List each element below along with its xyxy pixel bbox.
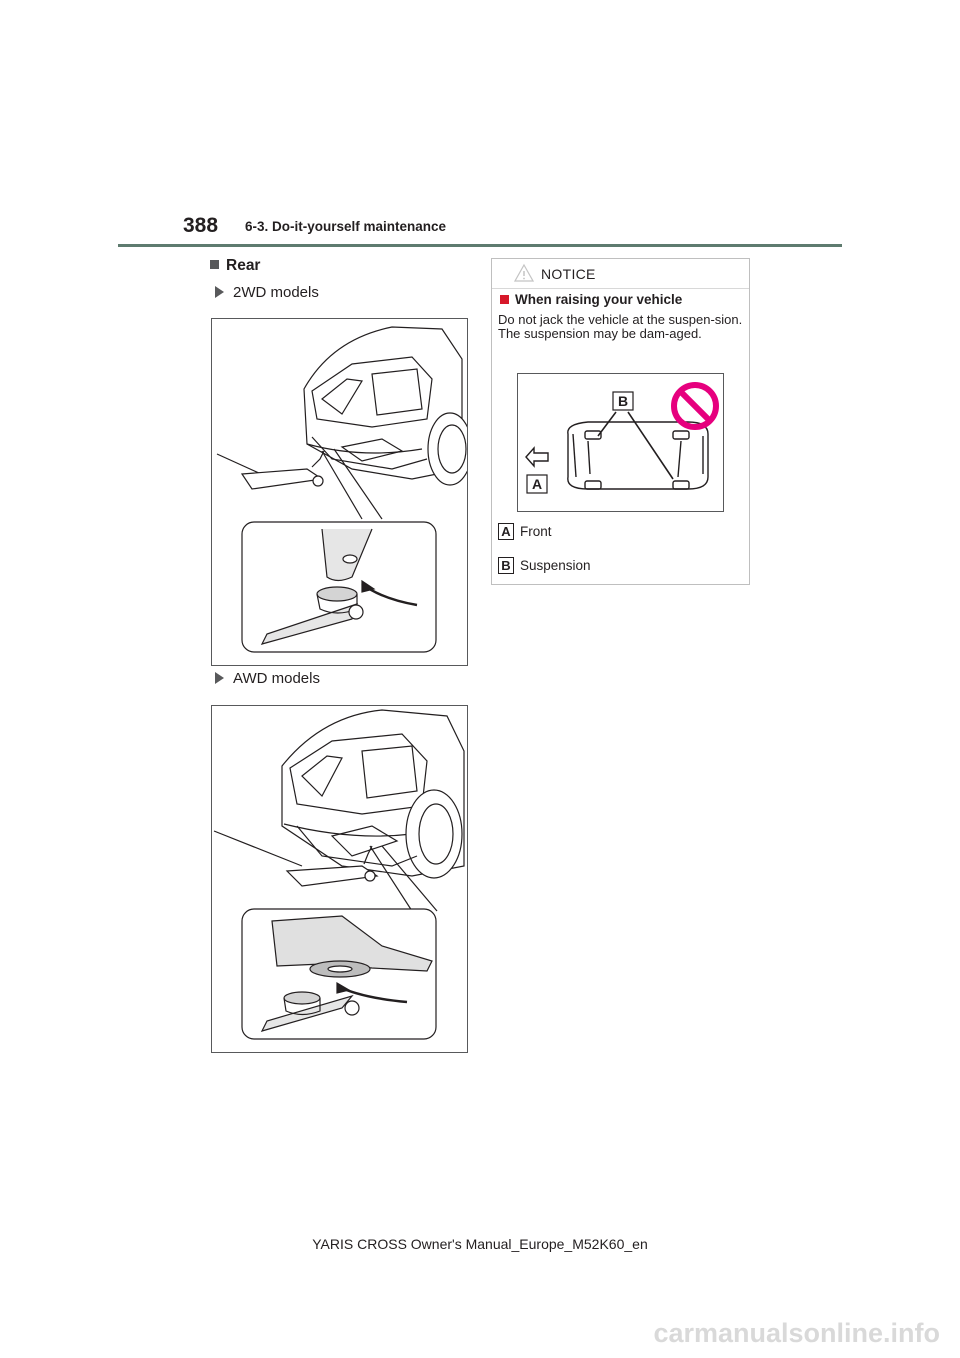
rear-2wd-illustration [216, 326, 473, 653]
legend-text-front: Front [520, 524, 552, 539]
subheading-awd: AWD models [215, 670, 320, 687]
notice-figure: B A [517, 373, 724, 512]
legend-item-suspension: B Suspension [498, 557, 591, 574]
rear-heading: Rear [210, 257, 260, 275]
header-rule [118, 244, 842, 247]
rear-heading-text: Rear [226, 257, 261, 274]
figure-label-b: B [618, 393, 628, 409]
red-square-bullet-icon [500, 295, 509, 304]
notice-header: NOTICE [492, 259, 749, 289]
footer-manual-title: YARIS CROSS Owner's Manual_Europe_M52K60… [312, 1236, 648, 1252]
figure-label-b-box [612, 391, 634, 411]
rear-awd-illustration [213, 709, 465, 1040]
section-title: 6-3. Do-it-yourself maintenance [245, 219, 447, 234]
triangle-bullet-icon [215, 672, 224, 684]
subheading-2wd: 2WD models [215, 284, 319, 301]
subheading-awd-text: AWD models [233, 670, 320, 687]
triangle-bullet-icon [215, 286, 224, 298]
figure-label-a: A [532, 476, 542, 492]
figure-label-a-box [526, 474, 548, 494]
notice-subheading: When raising your vehicle [500, 292, 682, 307]
figure-awd-jack-point [211, 705, 468, 1053]
notice-box: NOTICE When raising your vehicle Do not … [491, 258, 750, 585]
figure-2wd-jack-point [211, 318, 473, 666]
square-bullet-icon [210, 260, 219, 269]
page-number: 388 [183, 214, 219, 237]
notice-title: NOTICE [541, 266, 596, 282]
watermark[interactable]: carmanualsonline.info [653, 1318, 940, 1348]
legend-text-suspension: Suspension [520, 558, 591, 573]
subheading-2wd-text: 2WD models [233, 284, 319, 301]
notice-subheading-text: When raising your vehicle [515, 292, 683, 307]
legend-key-a: A [498, 523, 514, 540]
prohibited-icon [671, 382, 719, 430]
notice-body: Do not jack the vehicle at the suspen-si… [498, 312, 743, 341]
warning-triangle-icon [514, 263, 534, 282]
legend-item-front: A Front [498, 523, 552, 540]
legend-key-b: B [498, 557, 514, 574]
vehicle-top-view-illustration: B A [525, 382, 719, 494]
